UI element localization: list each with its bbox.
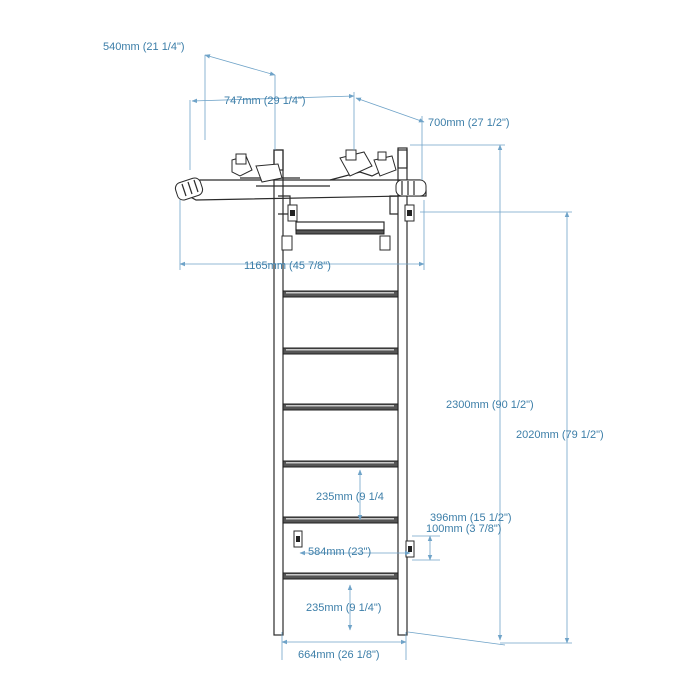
rung (282, 347, 399, 355)
label-mount-offset: 100mm (3 7/8") (426, 523, 501, 535)
rung (282, 403, 399, 411)
label-total-height: 2300mm (90 1/2") (446, 399, 534, 411)
dip-bar (281, 221, 391, 251)
label-ladder-width: 664mm (26 1/8") (298, 649, 380, 661)
label-rung-spacing-upper: 235mm (9 1/4 (316, 491, 384, 503)
rung (282, 516, 399, 524)
left-bracket (231, 153, 283, 183)
label-total-width-bar: 1165mm (45 7/8") (244, 260, 331, 272)
left-grip (174, 177, 204, 201)
rung (282, 290, 399, 298)
pull-up-bar-assembly (174, 149, 427, 251)
label-top-depth: 540mm (21 1/4") (103, 41, 185, 53)
right-rail (397, 149, 408, 636)
right-bracket (339, 149, 397, 177)
rung (282, 460, 399, 468)
label-handle-span: 747mm (29 1/4") (224, 95, 306, 107)
left-rail (273, 149, 284, 636)
label-mount-height: 396mm (15 1/2") (430, 512, 512, 524)
right-grip (395, 179, 427, 197)
dimension-labels: 540mm (21 1/4") 747mm (29 1/4") 700mm (2… (103, 41, 604, 661)
ladder-frame (273, 147, 408, 636)
dimension-lines (179, 54, 572, 660)
label-ladder-height: 2020mm (79 1/2") (516, 429, 604, 441)
label-bar-depth: 700mm (27 1/2") (428, 117, 510, 129)
label-rung-spacing-lower: 235mm (9 1/4") (306, 602, 381, 614)
rungs (282, 290, 399, 580)
rung (282, 572, 399, 580)
label-mount-width: 584mm (23") (308, 546, 371, 558)
